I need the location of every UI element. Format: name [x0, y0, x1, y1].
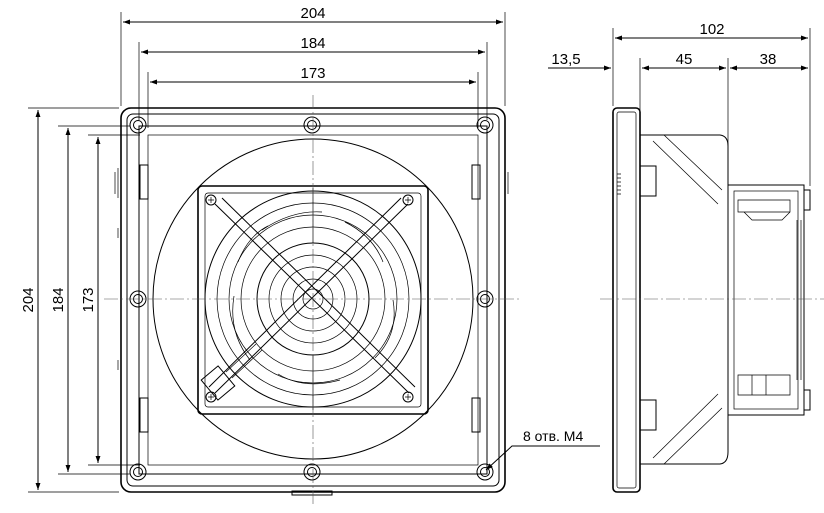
side-fan — [727, 184, 805, 416]
front-left-dimensions: 204 184 173 — [20, 107, 140, 493]
dim-side-13-5: 13,5 — [551, 51, 580, 68]
dim-left-173: 173 — [80, 287, 97, 312]
side-latches — [114, 164, 509, 433]
dim-left-184: 184 — [50, 287, 67, 312]
front-top-dimensions: 204 184 173 — [120, 5, 506, 128]
mounting-holes-label: 8 отв. М4 — [523, 428, 583, 444]
dim-top-173: 173 — [300, 65, 325, 82]
side-flange — [612, 107, 641, 493]
bottom-tab — [291, 490, 333, 496]
side-view — [600, 107, 824, 493]
side-latch-bumps — [617, 165, 657, 431]
mounting-holes-note: 8 отв. М4 — [485, 428, 600, 471]
cable-exit — [200, 343, 263, 401]
front-view — [104, 95, 520, 504]
dim-side-38: 38 — [760, 51, 777, 68]
dim-top-204: 204 — [300, 5, 325, 22]
dim-left-204: 204 — [20, 287, 37, 312]
dim-side-45: 45 — [676, 51, 693, 68]
side-dimensions: 102 13,5 45 38 — [548, 21, 811, 186]
dim-side-102: 102 — [699, 21, 724, 38]
dim-top-184: 184 — [300, 35, 325, 52]
